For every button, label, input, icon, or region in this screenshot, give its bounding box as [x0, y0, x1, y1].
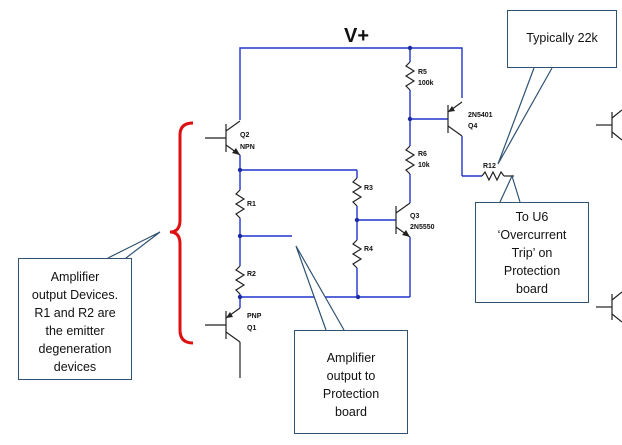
- resistor-r6: [404, 145, 416, 203]
- r1-ref: R1: [247, 201, 256, 208]
- partial-transistor-upper: [596, 109, 622, 141]
- q4-part: 2N5401: [468, 112, 493, 119]
- transistor-q4: [447, 101, 482, 177]
- callout-to-u6: To U6 ‘Overcurrent Trip’ on Protection b…: [475, 202, 589, 303]
- callout-pointers: [107, 67, 553, 331]
- r3-ref: R3: [364, 185, 373, 192]
- callout-amplifier-output: Amplifier output to Protection board: [294, 330, 408, 434]
- r6-ref: R6: [418, 151, 427, 158]
- transistor-q3: [395, 202, 411, 297]
- resistor-r1: [234, 170, 246, 266]
- q4-ref: Q4: [468, 123, 477, 130]
- resistor-r5: [404, 61, 416, 146]
- supply-label: V+: [344, 25, 369, 47]
- r5-value: 100k: [418, 80, 434, 87]
- r12-ref: R12: [483, 163, 496, 170]
- callout-amplifier-devices: Amplifier output Devices. R1 and R2 are …: [18, 258, 132, 380]
- r5-ref: R5: [418, 69, 427, 76]
- resistor-r12: [481, 170, 514, 182]
- callout-typically-22k: Typically 22k: [507, 10, 617, 68]
- q2-type: NPN: [240, 144, 255, 151]
- q2-ref: Q2: [240, 132, 249, 139]
- q1-type: PNP: [247, 313, 262, 320]
- transistor-q1: [205, 307, 241, 378]
- q3-part: 2N5550: [410, 224, 435, 231]
- resistor-r3: [351, 177, 363, 240]
- device-bracket: [169, 121, 194, 345]
- r4-ref: R4: [364, 246, 373, 253]
- partial-transistor-lower: [596, 291, 622, 323]
- q3-ref: Q3: [410, 213, 419, 220]
- resistor-r2: [234, 265, 246, 308]
- resistor-r4: [351, 239, 363, 297]
- r6-value: 10k: [418, 162, 430, 169]
- r2-ref: R2: [247, 271, 256, 278]
- supply-rail: [239, 45, 463, 120]
- transistor-q2: [205, 120, 241, 170]
- q1-ref: Q1: [247, 325, 256, 332]
